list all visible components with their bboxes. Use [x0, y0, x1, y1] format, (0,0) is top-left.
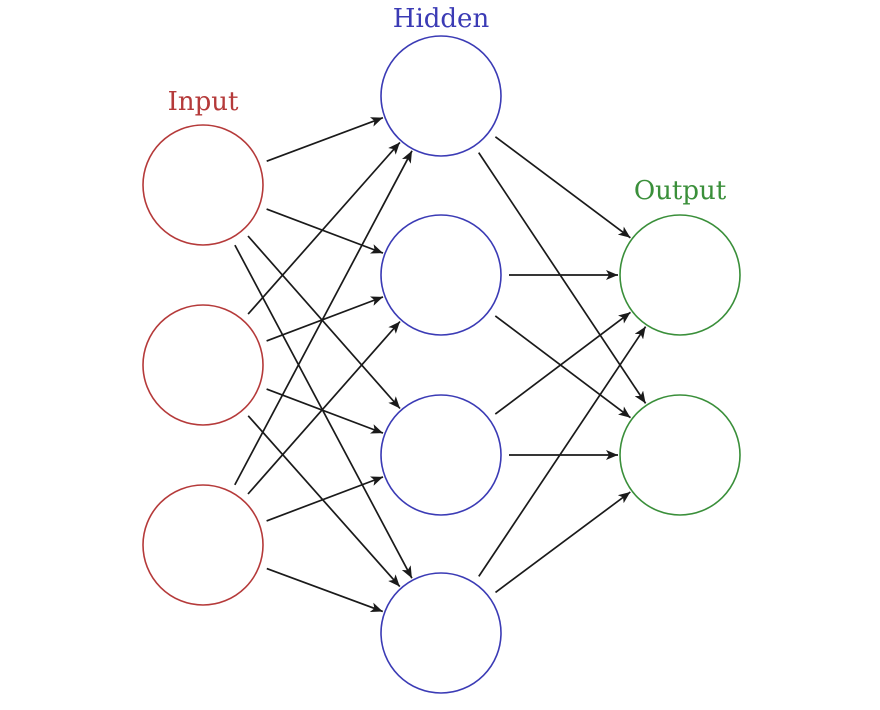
edge-hidden2-to-output2	[494, 315, 632, 419]
input-node-1	[142, 124, 264, 246]
edge-input2-to-hidden4	[247, 415, 401, 588]
hidden-node-4	[380, 572, 502, 694]
hidden-node-3	[380, 394, 502, 516]
edge-input1-to-hidden2	[266, 208, 384, 254]
input-node-2	[142, 304, 264, 426]
edge-input3-to-hidden4	[266, 567, 384, 613]
edge-input3-to-hidden1	[234, 150, 413, 486]
edge-input2-to-hidden3	[266, 388, 384, 434]
output-node-1	[619, 214, 741, 336]
hidden-node-2	[380, 214, 502, 336]
edge-input3-to-hidden2	[247, 320, 401, 495]
edge-hidden1-to-output2	[477, 152, 647, 404]
edge-input1-to-hidden1	[266, 116, 384, 162]
connections-group	[234, 116, 647, 613]
nodes-group	[142, 35, 741, 694]
edge-input3-to-hidden3	[266, 476, 384, 522]
input-node-3	[142, 484, 264, 606]
edge-hidden1-to-output1	[494, 136, 631, 239]
output-layer-label: Output	[634, 176, 727, 206]
hidden-layer-label: Hidden	[393, 4, 490, 34]
labels-group: Input Hidden Output	[168, 4, 727, 206]
output-node-2	[619, 394, 741, 516]
edge-hidden3-to-output1	[494, 311, 632, 415]
input-layer-label: Input	[168, 87, 239, 117]
edge-hidden4-to-output2	[494, 491, 631, 594]
edge-input2-to-hidden1	[247, 141, 401, 315]
edge-input1-to-hidden3	[247, 235, 401, 410]
edge-input2-to-hidden2	[266, 296, 384, 342]
edge-hidden4-to-output1	[478, 326, 647, 577]
edge-input1-to-hidden4	[234, 244, 413, 579]
hidden-node-1	[380, 35, 502, 157]
